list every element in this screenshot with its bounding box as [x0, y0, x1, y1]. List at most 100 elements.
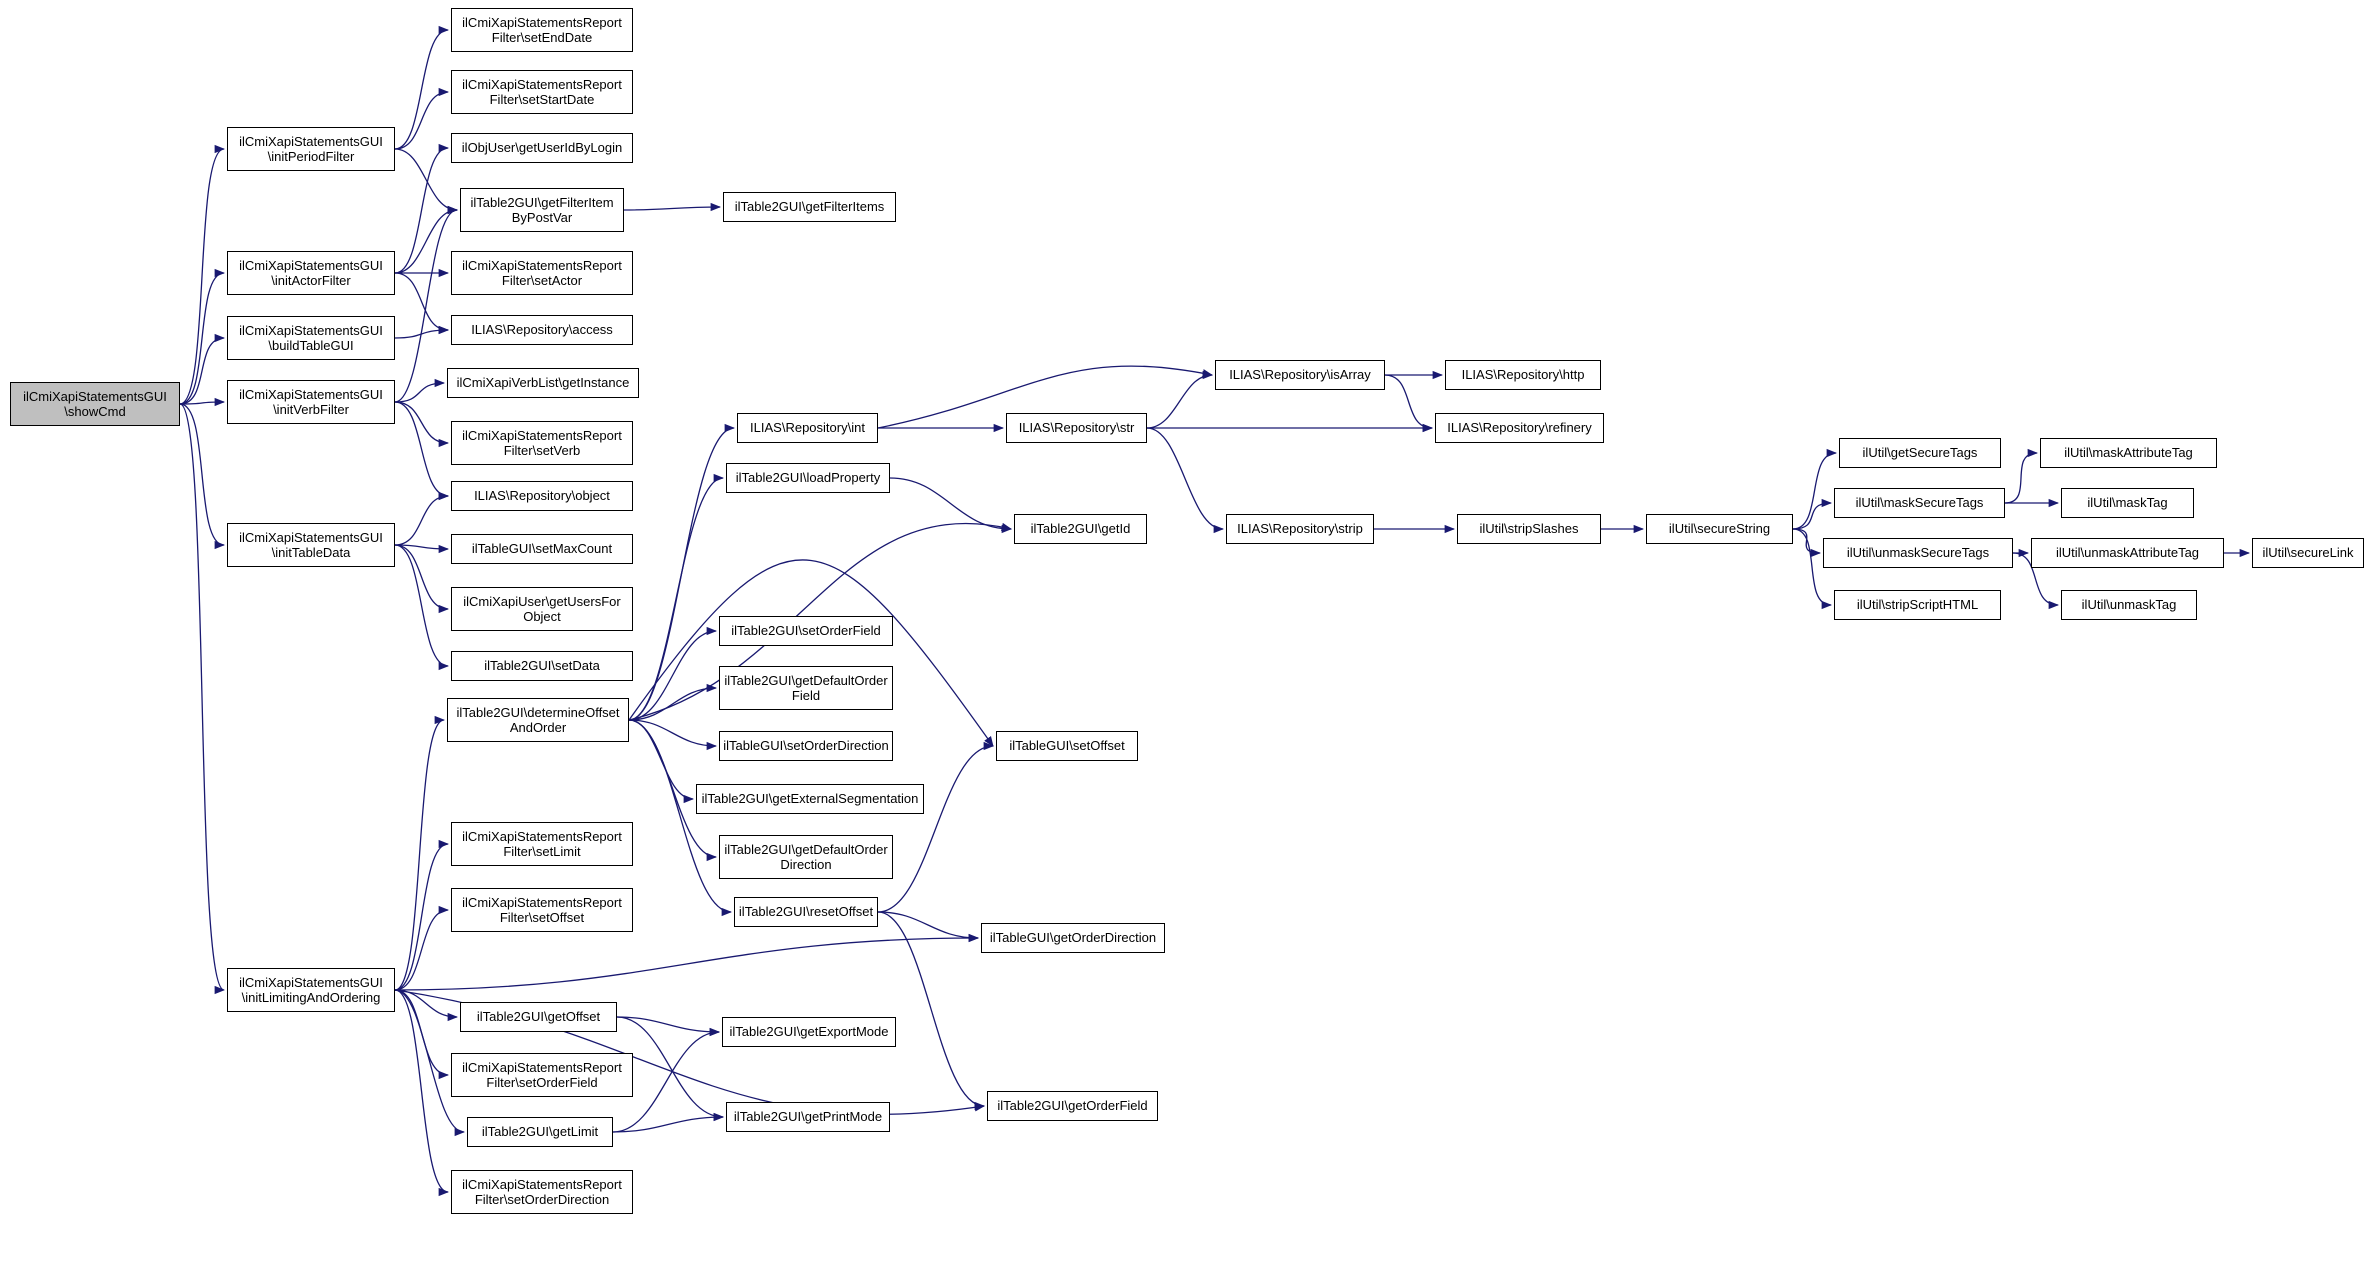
edge-resetOffset-to-getOrderField: [877, 911, 986, 1111]
edge-initTableData-to-setMaxCount: [394, 544, 450, 554]
node-label: ilUtil\maskTag: [2087, 495, 2168, 511]
node-getFilterItemByPostVar[interactable]: ilTable2GUI\getFilterItem ByPostVar: [460, 188, 624, 232]
node-label: ilCmiXapiStatementsGUI \initPeriodFilter: [239, 133, 383, 164]
edge-initPeriodFilter-to-setEndDate: [394, 25, 450, 150]
node-setMaxCount[interactable]: ilTableGUI\setMaxCount: [451, 534, 633, 564]
node-label: ilTable2GUI\resetOffset: [738, 904, 874, 920]
node-getUsersForObject[interactable]: ilCmiXapiUser\getUsersFor Object: [451, 587, 633, 631]
node-label: ilCmiXapiStatementsReport Filter\setVerb: [462, 427, 622, 458]
node-setOffset[interactable]: ilTableGUI\setOffset: [996, 731, 1138, 761]
node-int[interactable]: ILIAS\Repository\int: [737, 413, 878, 443]
node-initLimitingAndOrdering[interactable]: ilCmiXapiStatementsGUI \initLimitingAndO…: [227, 968, 395, 1012]
node-label: ilUtil\secureLink: [2262, 545, 2354, 561]
node-secureString[interactable]: ilUtil\secureString: [1646, 514, 1793, 544]
node-label: ilTable2GUI\getExternalSegmentation: [701, 791, 919, 807]
node-showCmd[interactable]: ilCmiXapiStatementsGUI \showCmd: [10, 382, 180, 426]
node-label: ilTable2GUI\getOffset: [476, 1009, 601, 1025]
node-determineOffsetAndOrder[interactable]: ilTable2GUI\determineOffset AndOrder: [447, 698, 629, 742]
node-getFilterItems[interactable]: ilTable2GUI\getFilterItems: [723, 192, 896, 222]
node-setOrderDirection[interactable]: ilTableGUI\setOrderDirection: [719, 731, 893, 761]
node-initPeriodFilter[interactable]: ilCmiXapiStatementsGUI \initPeriodFilter: [227, 127, 395, 171]
node-getLimit[interactable]: ilTable2GUI\getLimit: [467, 1117, 613, 1147]
node-label: ilCmiXapiStatementsReport Filter\setActo…: [462, 257, 622, 288]
edge-initTableData-to-getUsersForObject: [394, 544, 450, 614]
node-buildTableGUI[interactable]: ilCmiXapiStatementsGUI \buildTableGUI: [227, 316, 395, 360]
edge-showCmd-to-initVerbFilter: [179, 397, 226, 407]
node-strip[interactable]: ILIAS\Repository\strip: [1226, 514, 1374, 544]
node-maskAttributeTag[interactable]: ilUtil\maskAttributeTag: [2040, 438, 2217, 468]
node-label: ilTableGUI\setOffset: [1009, 738, 1125, 754]
node-label: ilTable2GUI\getExportMode: [729, 1024, 889, 1040]
node-label: ilTableGUI\getOrderDirection: [989, 930, 1157, 946]
edge-initVerbFilter-to-setVerb: [394, 401, 450, 448]
edge-secureString-to-stripScriptHTML: [1792, 528, 1833, 610]
node-setOrderDirectionFilter[interactable]: ilCmiXapiStatementsReport Filter\setOrde…: [451, 1170, 633, 1214]
node-label: ilObjUser\getUserIdByLogin: [461, 140, 623, 156]
node-setStartDate[interactable]: ilCmiXapiStatementsReport Filter\setStar…: [451, 70, 633, 114]
edge-unmaskSecureTags-to-unmaskTag: [2012, 552, 2060, 610]
node-label: ILIAS\Repository\refinery: [1447, 420, 1592, 436]
edge-isArray-to-refinery: [1384, 374, 1434, 433]
node-label: ilUtil\maskAttributeTag: [2064, 445, 2193, 461]
node-label: ilCmiXapiStatementsGUI \initTableData: [239, 529, 383, 560]
node-setActor[interactable]: ilCmiXapiStatementsReport Filter\setActo…: [451, 251, 633, 295]
node-getExportMode[interactable]: ilTable2GUI\getExportMode: [722, 1017, 896, 1047]
node-getDefaultOrderDirection[interactable]: ilTable2GUI\getDefaultOrder Direction: [719, 835, 893, 879]
node-str[interactable]: ILIAS\Repository\str: [1006, 413, 1147, 443]
node-label: ilUtil\unmaskSecureTags: [1846, 545, 1990, 561]
node-getSecureTags[interactable]: ilUtil\getSecureTags: [1839, 438, 2001, 468]
edge-initLimitingAndOrdering-to-getLimit: [394, 989, 466, 1137]
node-maskSecureTags[interactable]: ilUtil\maskSecureTags: [1834, 488, 2005, 518]
node-label: ilTableGUI\setOrderDirection: [723, 738, 889, 754]
node-access[interactable]: ILIAS\Repository\access: [451, 315, 633, 345]
node-getOrderField[interactable]: ilTable2GUI\getOrderField: [987, 1091, 1158, 1121]
node-initVerbFilter[interactable]: ilCmiXapiStatementsGUI \initVerbFilter: [227, 380, 395, 424]
node-setData[interactable]: ilTable2GUI\setData: [451, 651, 633, 681]
node-label: ilTable2GUI\setOrderField: [731, 623, 881, 639]
node-setOrderField[interactable]: ilTable2GUI\setOrderField: [719, 616, 893, 646]
node-getPrintMode[interactable]: ilTable2GUI\getPrintMode: [726, 1102, 890, 1132]
node-getOrderDirection[interactable]: ilTableGUI\getOrderDirection: [981, 923, 1165, 953]
edge-determineOffsetAndOrder-to-setOrderField: [628, 626, 718, 721]
edge-initPeriodFilter-to-setStartDate: [394, 87, 450, 150]
edge-initTableData-to-setData: [394, 544, 450, 671]
node-setOrderFieldFilter[interactable]: ilCmiXapiStatementsReport Filter\setOrde…: [451, 1053, 633, 1097]
node-refinery[interactable]: ILIAS\Repository\refinery: [1435, 413, 1604, 443]
node-isArray[interactable]: ILIAS\Repository\isArray: [1215, 360, 1385, 390]
edge-showCmd-to-buildTableGUI: [179, 333, 226, 405]
node-label: ilCmiXapiStatementsReport Filter\setEndD…: [462, 14, 622, 45]
node-object[interactable]: ILIAS\Repository\object: [451, 481, 633, 511]
node-maskTag[interactable]: ilUtil\maskTag: [2061, 488, 2194, 518]
node-setLimit[interactable]: ilCmiXapiStatementsReport Filter\setLimi…: [451, 822, 633, 866]
node-getDefaultOrderField[interactable]: ilTable2GUI\getDefaultOrder Field: [719, 666, 893, 710]
node-unmaskSecureTags[interactable]: ilUtil\unmaskSecureTags: [1823, 538, 2013, 568]
node-setOffsetFilter[interactable]: ilCmiXapiStatementsReport Filter\setOffs…: [451, 888, 633, 932]
node-label: ilCmiXapiVerbList\getInstance: [456, 375, 630, 391]
node-getId[interactable]: ilTable2GUI\getId: [1014, 514, 1147, 544]
node-label: ilCmiXapiStatementsReport Filter\setOrde…: [462, 1176, 622, 1207]
node-getOffset[interactable]: ilTable2GUI\getOffset: [460, 1002, 617, 1032]
node-initTableData[interactable]: ilCmiXapiStatementsGUI \initTableData: [227, 523, 395, 567]
node-stripSlashes[interactable]: ilUtil\stripSlashes: [1457, 514, 1601, 544]
node-setVerb[interactable]: ilCmiXapiStatementsReport Filter\setVerb: [451, 421, 633, 465]
node-unmaskAttributeTag[interactable]: ilUtil\unmaskAttributeTag: [2031, 538, 2224, 568]
node-setEndDate[interactable]: ilCmiXapiStatementsReport Filter\setEndD…: [451, 8, 633, 52]
node-getExternalSegmentation[interactable]: ilTable2GUI\getExternalSegmentation: [696, 784, 924, 814]
node-getInstance[interactable]: ilCmiXapiVerbList\getInstance: [447, 368, 639, 398]
node-http[interactable]: ILIAS\Repository\http: [1445, 360, 1601, 390]
node-label: ILIAS\Repository\object: [474, 488, 610, 504]
node-unmaskTag[interactable]: ilUtil\unmaskTag: [2061, 590, 2197, 620]
node-stripScriptHTML[interactable]: ilUtil\stripScriptHTML: [1834, 590, 2001, 620]
node-label: ilUtil\stripSlashes: [1479, 521, 1579, 537]
edge-secureString-to-getSecureTags: [1792, 448, 1838, 530]
edge-determineOffsetAndOrder-to-getDefaultOrderField: [628, 683, 718, 721]
node-secureLink[interactable]: ilUtil\secureLink: [2252, 538, 2364, 568]
node-label: ilTable2GUI\getFilterItem ByPostVar: [470, 194, 614, 225]
node-label: ilUtil\getSecureTags: [1862, 445, 1978, 461]
node-getUserIdByLogin[interactable]: ilObjUser\getUserIdByLogin: [451, 133, 633, 163]
node-initActorFilter[interactable]: ilCmiXapiStatementsGUI \initActorFilter: [227, 251, 395, 295]
node-loadProperty[interactable]: ilTable2GUI\loadProperty: [726, 463, 890, 493]
node-label: ILIAS\Repository\isArray: [1229, 367, 1371, 383]
node-resetOffset[interactable]: ilTable2GUI\resetOffset: [734, 897, 878, 927]
node-label: ilTable2GUI\setData: [484, 658, 600, 674]
